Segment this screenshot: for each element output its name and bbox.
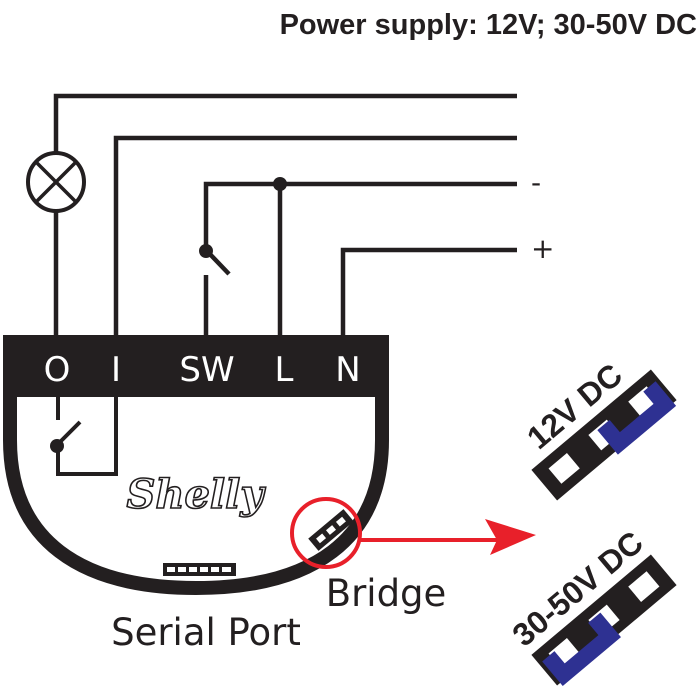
wire-plus (340, 247, 517, 337)
junction-dot (273, 177, 287, 191)
wire-lamp-top (53, 93, 517, 152)
shelly-device: O I SW L N Shelly (3, 335, 389, 596)
shelly-logo: Shelly (126, 471, 266, 518)
diagram-title: Power supply: 12V; 30-50V DC (280, 9, 697, 41)
bridge-label: Bridge (326, 572, 447, 615)
terminal-n: N (335, 350, 360, 390)
terminal-block (3, 335, 389, 397)
wire-i (113, 135, 517, 337)
wire-minus (203, 181, 517, 250)
jumper-cap-icon (597, 381, 677, 455)
serial-port-label: Serial Port (111, 611, 301, 654)
jumper-12v: 12V DC (520, 356, 677, 501)
terminal-l: L (275, 350, 294, 390)
jumper-30-50v: 30-50V DC (505, 524, 677, 686)
polarity-minus: - (531, 166, 541, 199)
lamp-icon (26, 151, 86, 213)
terminal-o: O (44, 350, 71, 390)
relay-pivot-dot (50, 439, 64, 453)
switch-icon (199, 244, 213, 258)
terminal-sw: SW (179, 350, 234, 390)
serial-port-icon (163, 563, 236, 576)
bridge-jumper-icon (308, 509, 354, 551)
bridge-highlight-circle (290, 497, 362, 569)
wires (53, 93, 517, 337)
polarity-plus: + (531, 232, 554, 265)
arrow-head-icon (485, 519, 536, 555)
terminal-i: I (111, 350, 121, 390)
jumper-cap-icon (542, 612, 621, 686)
